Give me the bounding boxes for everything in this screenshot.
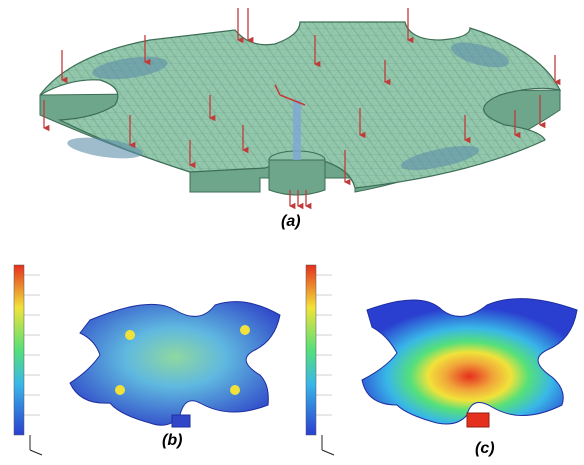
stress-contour-b <box>13 264 281 456</box>
meshed-plate-diagram <box>39 8 562 210</box>
coordinate-triad <box>274 84 306 106</box>
hot-spots <box>115 325 250 395</box>
deformed-plate-b <box>69 301 281 426</box>
patch <box>450 42 510 68</box>
center-axis <box>293 100 301 160</box>
panel-b: (b) <box>0 255 292 465</box>
patch <box>400 145 480 171</box>
color-legend-bar <box>305 264 317 436</box>
caption-c: (c) <box>475 440 495 457</box>
panel-a: (a) <box>0 0 584 230</box>
load-arrows <box>42 8 561 210</box>
hub-c <box>466 412 490 428</box>
color-legend-bar <box>13 264 25 436</box>
legend-ticks <box>24 274 40 416</box>
axis-triad-c <box>321 435 335 456</box>
legend-ticks <box>316 274 332 416</box>
hub-b <box>171 414 191 428</box>
caption-b: (b) <box>162 432 183 449</box>
caption-a: (a) <box>281 213 301 230</box>
patch <box>67 137 143 159</box>
stress-contour-c <box>305 264 578 456</box>
hub-side <box>268 159 326 196</box>
deformed-plate-c <box>361 298 578 425</box>
axis-triad-b <box>29 435 43 456</box>
panel-c: (c) <box>292 255 584 465</box>
